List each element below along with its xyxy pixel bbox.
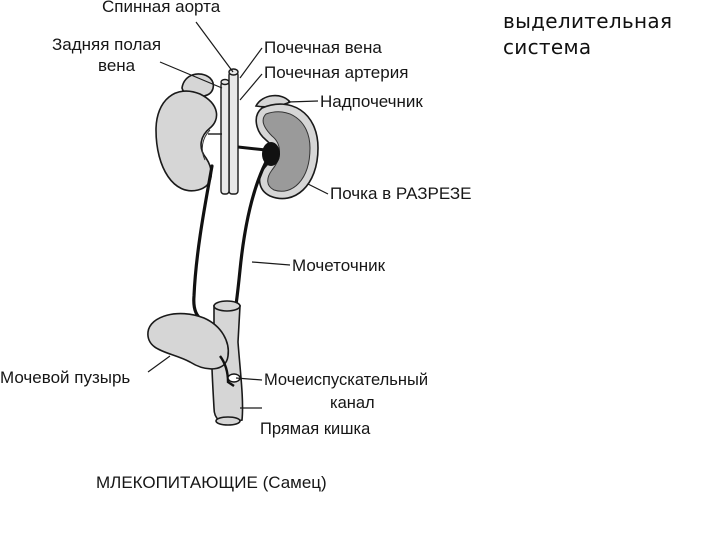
label-rectum: Прямая кишка [260,420,371,438]
leader-renal-vein [239,47,263,79]
leader-dorsal-aorta [195,21,234,73]
figure-caption: МЛЕКОПИТАЮЩИЕ (Самец) [96,473,327,492]
label-vena-cava-line-2: вена [98,56,136,75]
leader-bladder [147,355,171,373]
leader-vena-cava [159,61,223,89]
slide-title-line-1: выделительная [503,9,673,33]
urinary-bladder [147,312,230,370]
label-renal-vein: Почечная вена [264,38,382,57]
label-adrenal-gland: Надпочечник [320,92,423,111]
label-urethra-line-1: Мочеиспускательный [264,371,428,389]
label-bladder: Мочевой пузырь [0,368,130,387]
dorsal-aorta-vessel [228,68,239,195]
left-kidney [155,90,218,192]
leader-kidney-section [307,183,329,195]
label-ureter: Мочеточник [292,256,386,275]
leader-ureter [251,261,291,266]
right-renal-vessels [237,145,267,152]
label-vena-cava-line-1: Задняя полая [52,35,161,54]
slide-title: выделительная система [503,8,713,60]
label-renal-artery: Почечная артерия [264,63,408,82]
leader-urethra [235,377,263,381]
label-urethra-line-2: канал [330,394,375,412]
right-kidney-section [255,103,319,200]
vena-cava-vessel [220,78,230,195]
leader-adrenal [287,100,319,103]
left-ureter [192,164,214,322]
label-kidney-section: Почка в РАЗРЕЗЕ [330,184,471,203]
slide-title-line-2: система [503,35,592,59]
leader-renal-artery [239,73,263,101]
label-dorsal-aorta: Спинная аорта [102,0,221,16]
